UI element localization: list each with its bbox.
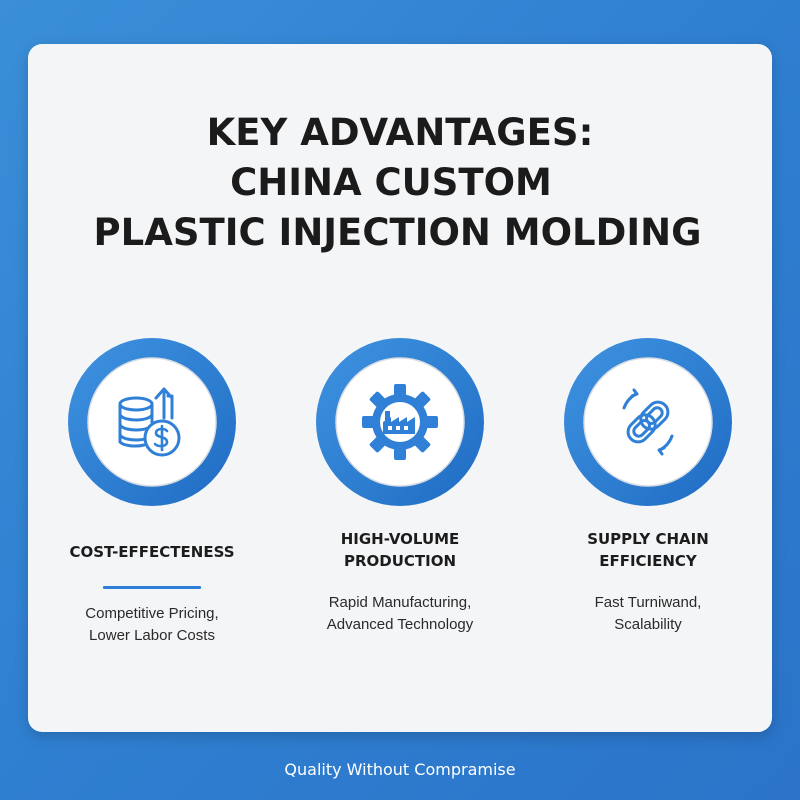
feature-desc-line: Lower Labor Costs	[89, 627, 215, 644]
feature-desc-line: Rapid Manufacturing,	[328, 594, 472, 611]
feature-title-line: PRODUCTION	[343, 552, 457, 570]
feature-title: SUPPLY CHAIN EFFICIENCY	[528, 526, 768, 574]
feature-title-line: COST-EFFECTENESS	[69, 543, 235, 561]
feature-title: COST-EFFECTENESS	[32, 534, 272, 570]
feature-title-line: HIGH-VOLUME	[340, 530, 460, 548]
feature-icon-ring	[316, 338, 484, 506]
title-line-1: KEY ADVANTAGES:	[206, 111, 594, 154]
footer-tagline: Quality Without Compramise	[284, 760, 516, 779]
feature-desc-line: Competitive Pricing,	[85, 605, 219, 622]
feature-cost-effectiveness: COST-EFFECTENESS Competitive Pricing, Lo…	[32, 338, 272, 647]
feature-title-line: SUPPLY CHAIN	[587, 530, 709, 548]
feature-title-line: EFFICIENCY	[599, 552, 697, 570]
page-title: KEY ADVANTAGES: CHINA CUSTOM PLASTIC INJ…	[0, 108, 800, 258]
feature-description: Fast Turniwand, Scalability	[528, 592, 768, 636]
feature-icon-ring	[68, 338, 236, 506]
feature-description: Competitive Pricing, Lower Labor Costs	[32, 603, 272, 647]
feature-desc-line: Advanced Technology	[326, 616, 474, 633]
feature-divider	[103, 586, 201, 589]
feature-supply-chain-efficiency: SUPPLY CHAIN EFFICIENCY Fast Turniwand, …	[528, 338, 768, 636]
feature-title: HIGH-VOLUME PRODUCTION	[280, 526, 520, 574]
coins-dollar-arrow-icon	[102, 372, 202, 472]
chain-link-cycle-icon	[598, 372, 698, 472]
title-line-3: PLASTIC INJECTION MOLDING	[93, 211, 702, 254]
feature-desc-line: Scalability	[614, 616, 682, 633]
feature-icon-ring	[564, 338, 732, 506]
feature-desc-line: Fast Turniwand,	[594, 594, 702, 611]
feature-description: Rapid Manufacturing, Advanced Technology	[280, 592, 520, 636]
feature-high-volume-production: HIGH-VOLUME PRODUCTION Rapid Manufacturi…	[280, 338, 520, 636]
title-line-2: CHINA CUSTOM	[230, 161, 552, 204]
gear-factory-icon	[350, 372, 450, 472]
